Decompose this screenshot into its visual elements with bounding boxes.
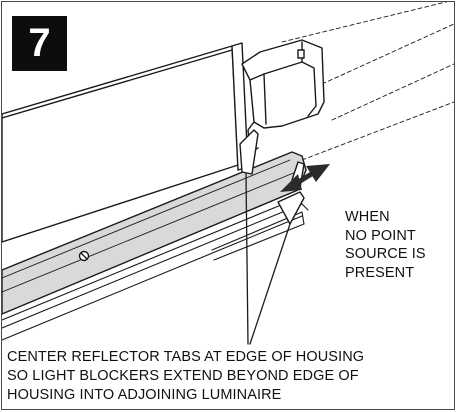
projection-lines bbox=[281, 2, 454, 161]
caption-line: SO LIGHT BLOCKERS EXTEND BEYOND EDGE OF bbox=[7, 368, 359, 384]
note-line: WHEN bbox=[345, 209, 390, 225]
lens-lines bbox=[2, 197, 309, 341]
caption-line: HOUSING INTO ADJOINING LUMINAIRE bbox=[7, 387, 282, 403]
luminaire-drawing bbox=[2, 2, 454, 345]
reflector-screw bbox=[78, 250, 90, 262]
no-point-source-note: WHEN NO POINT SOURCE IS PRESENT bbox=[345, 208, 426, 282]
note-line: SOURCE IS bbox=[345, 246, 426, 262]
note-line: NO POINT bbox=[345, 227, 416, 244]
housing-end-channel bbox=[241, 39, 325, 129]
caption-line: CENTER REFLECTOR TABS AT EDGE OF HOUSING bbox=[7, 349, 365, 365]
housing-top-edge bbox=[2, 49, 233, 119]
step-number-badge: 7 bbox=[12, 16, 67, 71]
note-line: PRESENT bbox=[345, 264, 415, 281]
instruction-caption: CENTER REFLECTOR TABS AT EDGE OF HOUSING… bbox=[7, 348, 452, 405]
light-blocker-tab bbox=[277, 191, 305, 225]
callout-leaders bbox=[245, 173, 291, 345]
move-double-arrow bbox=[280, 164, 330, 192]
reflector-tab-upper bbox=[239, 129, 259, 175]
center-reflector bbox=[2, 151, 307, 315]
